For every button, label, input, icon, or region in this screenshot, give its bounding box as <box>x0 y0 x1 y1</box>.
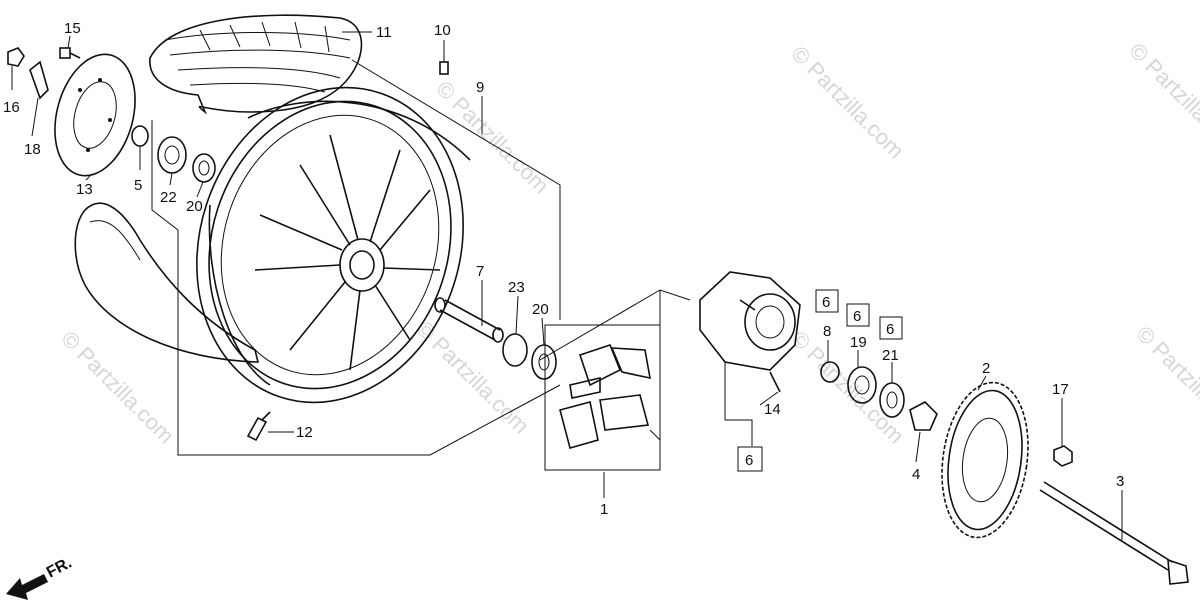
callout-18: 18 <box>24 141 41 158</box>
boxed-callout-6c: 6 <box>886 321 894 338</box>
callout-20-left: 20 <box>186 198 203 215</box>
callout-5: 5 <box>134 177 142 194</box>
callout-3: 3 <box>1116 473 1124 490</box>
hub-left-parts <box>131 125 216 183</box>
damper-rubbers <box>559 344 651 449</box>
callout-9: 9 <box>476 79 484 96</box>
wheel-rim <box>196 86 471 404</box>
brake-disc <box>54 53 136 177</box>
watermark-corner: © Partzilla.com <box>1124 38 1200 161</box>
callout-4: 4 <box>912 466 920 483</box>
callout-23: 23 <box>508 279 525 296</box>
front-direction-marker: FR. <box>6 554 75 600</box>
callout-10: 10 <box>434 22 451 39</box>
callout-8: 8 <box>823 323 831 340</box>
callout-13: 13 <box>76 181 93 198</box>
callout-12: 12 <box>296 424 313 441</box>
balance-weight <box>439 61 449 75</box>
callout-22: 22 <box>160 189 177 206</box>
assembly-guides <box>151 59 691 471</box>
callout-16: 16 <box>3 99 20 116</box>
callout-14: 14 <box>764 401 781 418</box>
callout-17: 17 <box>1052 381 1069 398</box>
callout-2: 2 <box>982 360 990 377</box>
valve <box>246 411 271 442</box>
watermark-layer: © Partzilla.com © Partzilla.com © Partzi… <box>56 38 1200 449</box>
sprocket-hub <box>699 271 801 393</box>
boxed-callout-6b: 6 <box>853 308 861 325</box>
front-label: FR. <box>44 554 75 581</box>
watermark-tile: © Partzilla.com <box>431 76 554 199</box>
callout-7: 7 <box>476 263 484 280</box>
watermark-tile: © Partzilla.com <box>1131 321 1200 444</box>
callout-20-right: 20 <box>532 301 549 318</box>
callout-1: 1 <box>600 501 608 518</box>
callout-19: 19 <box>850 334 867 351</box>
tire <box>74 14 363 363</box>
watermark-tile: © Partzilla.com <box>56 326 179 449</box>
nut <box>1053 445 1073 467</box>
leader-lines <box>11 31 1123 540</box>
small-hardware-left <box>7 47 81 100</box>
axle <box>1039 481 1189 585</box>
callout-21: 21 <box>882 347 899 364</box>
callout-11: 11 <box>376 24 392 41</box>
watermark-tile: © Partzilla.com <box>786 41 909 164</box>
boxed-callouts: 6 6 6 6 <box>737 289 903 472</box>
boxed-callout-6d: 6 <box>745 452 753 469</box>
boxed-callout-6a: 6 <box>822 294 830 311</box>
callout-15: 15 <box>64 20 81 37</box>
callout-labels: 15 16 18 13 5 22 20 11 10 9 7 23 20 12 1… <box>3 20 1124 518</box>
direction-arrow-icon <box>6 574 48 600</box>
sprocket <box>941 381 1029 539</box>
axle-spacers <box>434 297 557 380</box>
